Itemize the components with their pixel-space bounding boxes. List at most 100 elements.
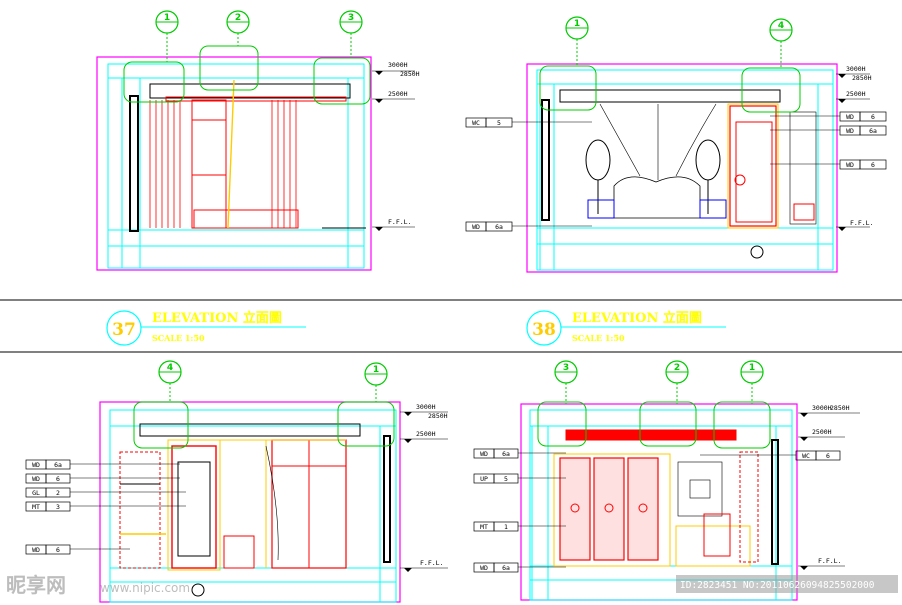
- side-cabinet-br: [739, 451, 759, 563]
- level-2850h-tr: 2850H: [852, 74, 872, 82]
- section-marker-tl2: 2: [226, 10, 250, 46]
- level-markers-tl: 3000H 2850H 2500H F.F.L.: [372, 61, 420, 231]
- material-tag-bl-0: WD 6a: [25, 459, 180, 470]
- base-tl: [193, 209, 299, 229]
- window-br: [771, 439, 779, 565]
- feature-rosette-3-br: [638, 503, 648, 513]
- elevation-38-scale: SCALE 1:50: [572, 333, 625, 343]
- level-2500h-tr: 2500H: [846, 90, 866, 98]
- level-2850h-br: 2850H: [830, 404, 850, 412]
- feature-rosette-1-br: [570, 503, 580, 513]
- tag-num: 2: [56, 489, 60, 497]
- tag-num: 6a: [495, 223, 503, 231]
- elevation-bottom-right: 3 2 1 3000H 2850H 2500H F.F.L.: [473, 360, 860, 601]
- left-column-tr: [539, 83, 555, 271]
- tag-num: 6: [871, 113, 875, 121]
- elevation-37-title-block: 37 ELEVATION 立面圖 SCALE 1:50: [106, 310, 306, 346]
- section-marker-tl2-number: 2: [235, 13, 241, 23]
- level-2850h-tl: 2850H: [400, 70, 420, 78]
- tag-code: WD: [480, 564, 488, 572]
- tag-code: WD: [472, 223, 480, 231]
- level-2850h-bl: 2850H: [428, 412, 448, 420]
- tag-code: WC: [472, 119, 480, 127]
- wall-outline-bl: [99, 401, 401, 603]
- level-3000h-bl: 3000H: [416, 403, 436, 411]
- revision-cloud-tr-2: [741, 67, 801, 113]
- bed-headboard-tr: [613, 176, 701, 219]
- feature-rosette-2-br: [604, 503, 614, 513]
- north-arrow-bl: [191, 583, 205, 597]
- material-tag-br-1: UP 5: [473, 473, 566, 484]
- section-marker-bl4-number: 4: [167, 363, 173, 373]
- tag-num: 6: [56, 546, 60, 554]
- watermark-id: ID:2823451 NO:20110626094825502000: [680, 580, 875, 591]
- window-bl: [383, 435, 391, 563]
- elevation-37-title: ELEVATION 立面圖: [152, 310, 282, 326]
- level-markers-tr: 3000H 2850H 2500H F.F.L.: [836, 65, 873, 231]
- door-yellow-bl: [167, 439, 221, 571]
- chair-br: [703, 513, 731, 557]
- art-frame-br: [677, 461, 723, 517]
- curtain-right-tr: [675, 103, 717, 177]
- feature-panel-1-br: [559, 457, 591, 561]
- revision-cloud-br-2: [639, 401, 697, 447]
- section-marker-tl3-number: 3: [348, 13, 354, 23]
- section-marker-br1: 1: [740, 360, 764, 404]
- revision-cloud-bl-1: [133, 401, 189, 449]
- level-markers-br: 3000H 2850H 2500H F.F.L.: [798, 404, 860, 570]
- door-panel-bl: [177, 461, 211, 557]
- frame-tr: [536, 69, 834, 271]
- tag-code: WD: [846, 113, 854, 121]
- material-tag-tr-0: WC 5: [465, 117, 592, 128]
- feature-panel-2-br: [593, 457, 625, 561]
- section-marker-br2: 2: [665, 360, 689, 404]
- section-marker-bl4: 4: [158, 360, 182, 402]
- tag-num: 6a: [869, 127, 877, 135]
- art-inner-br: [689, 479, 711, 499]
- tag-code: WC: [802, 452, 810, 460]
- level-3000h-br: 3000H: [812, 404, 832, 412]
- mirror-left-tr: [585, 139, 611, 181]
- revision-cloud-tl-1: [123, 61, 185, 103]
- material-tag-bl-1: WD 6: [25, 473, 180, 484]
- tag-num: 3: [56, 503, 60, 511]
- nightstand-left-tr: [587, 199, 615, 219]
- north-arrow-tr: [750, 245, 764, 259]
- wardrobe-tr: [729, 105, 777, 227]
- material-tag-tr-3: WD 6a: [465, 221, 592, 232]
- level-2500h-bl: 2500H: [416, 430, 436, 438]
- desk-br: [675, 525, 751, 567]
- tag-num: 5: [497, 119, 501, 127]
- elevation-38-title-block: 38 ELEVATION 立面圖 SCALE 1:50: [526, 310, 726, 346]
- tag-num: 6a: [502, 450, 510, 458]
- window-frame-tl: [129, 95, 139, 232]
- tag-code: GL: [32, 489, 40, 497]
- elevation-bottom-left: 4 1 3000H 2850H 2500H F.F.L. WD 6a: [25, 360, 448, 603]
- level-3000h-tr: 3000H: [846, 65, 866, 73]
- right-column-tl: [347, 77, 365, 269]
- tag-num: 6a: [502, 564, 510, 572]
- feature-panels-frame-br: [553, 453, 671, 567]
- section-marker-bl1-number: 1: [373, 365, 379, 375]
- revision-cloud-tl-3: [313, 57, 371, 105]
- material-tag-bl-2: GL 2: [25, 487, 186, 498]
- tag-num: 6a: [54, 461, 62, 469]
- wall-outline-tl: [96, 56, 372, 271]
- tag-code: WD: [846, 161, 854, 169]
- feature-panel-3-br: [627, 457, 659, 561]
- level-ffl-bl: F.F.L.: [420, 559, 443, 567]
- wall-outline-tr: [526, 63, 838, 273]
- section-marker-tl3: 3: [339, 10, 363, 58]
- section-marker-tr1: 1: [565, 16, 589, 66]
- material-tag-br-2: MT 1: [473, 521, 566, 532]
- section-marker-tr4-number: 4: [778, 21, 784, 31]
- tag-code: MT: [480, 523, 488, 531]
- level-2500h-br: 2500H: [812, 428, 832, 436]
- side-shelf-tr: [789, 111, 817, 225]
- elevation-37-number: 37: [112, 320, 136, 340]
- right-column-br: [775, 425, 793, 601]
- tag-code: MT: [32, 503, 40, 511]
- material-tag-bl-3: MT 3: [25, 501, 186, 512]
- section-marker-tl1-number: 1: [164, 13, 170, 23]
- side-shelf-drawers-tr: [793, 203, 815, 221]
